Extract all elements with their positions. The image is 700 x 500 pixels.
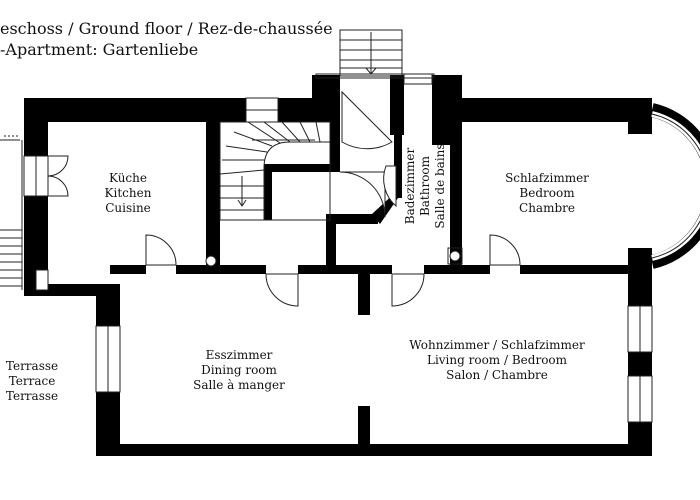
room-bedroom-label: Schlafzimmer Bedroom Chambre bbox=[505, 171, 589, 215]
door-terrace-top bbox=[47, 155, 69, 177]
door-terrace-bottom bbox=[47, 175, 69, 197]
dining-label-en: Dining room bbox=[201, 363, 277, 377]
stair-tread bbox=[219, 169, 265, 175]
terrace-label-fr: Terrasse bbox=[6, 389, 58, 403]
wall-middle-2 bbox=[176, 265, 266, 274]
door-bath bbox=[383, 165, 397, 208]
bathroom-label-en: Bathroom bbox=[418, 155, 432, 216]
living-label-en: Living room / Bedroom bbox=[427, 353, 568, 367]
entrance-steps bbox=[315, 29, 435, 85]
wall-dining-living-bottom bbox=[358, 406, 370, 456]
wall-bath-left bbox=[394, 90, 402, 198]
bedroom-label-de: Schlafzimmer bbox=[505, 171, 589, 185]
room-bathroom-label: Badezimmer Bathroom Salle de bains bbox=[403, 143, 447, 228]
wall-middle-1 bbox=[110, 265, 146, 274]
wall-kitchen-stair bbox=[206, 122, 220, 270]
wall-top-right-end bbox=[628, 98, 652, 134]
wall-middle-5 bbox=[520, 265, 650, 274]
wall-bath-vertical bbox=[326, 214, 336, 272]
door-kitchen bbox=[145, 234, 177, 266]
stair-tread bbox=[315, 121, 321, 143]
window-kitchen-terrace bbox=[35, 269, 49, 291]
fixtures bbox=[205, 247, 463, 267]
floor-title: eschoss / Ground floor / Rez-de-chaussée bbox=[0, 19, 333, 38]
wall-bath-lower bbox=[330, 214, 378, 224]
wall-top-stair-2 bbox=[278, 98, 312, 122]
window-lines bbox=[35, 109, 641, 422]
wall-middle-3 bbox=[298, 265, 392, 274]
terrace-label-en: Terrace bbox=[9, 374, 56, 388]
terrace-deck bbox=[0, 135, 23, 290]
stair-tread bbox=[299, 121, 311, 143]
wall-dining-living-top bbox=[358, 265, 370, 315]
kitchen-label-fr: Cuisine bbox=[105, 201, 151, 215]
stair-tread bbox=[281, 121, 301, 143]
wall-hall-divider bbox=[264, 164, 340, 172]
dining-label-de: Esszimmer bbox=[206, 348, 273, 362]
room-kitchen-label: Küche Kitchen Cuisine bbox=[105, 171, 152, 215]
landing bbox=[315, 73, 435, 79]
wall-left-upper bbox=[24, 98, 48, 156]
wall-top-stair bbox=[220, 98, 246, 122]
wall-hall-left bbox=[264, 164, 272, 220]
bay-window-outer bbox=[650, 103, 700, 269]
steps-outline bbox=[339, 29, 403, 77]
stair-outline bbox=[219, 121, 331, 221]
stair-curve bbox=[263, 141, 330, 220]
door-entrance bbox=[341, 90, 393, 150]
walls bbox=[24, 75, 652, 456]
door-hall bbox=[339, 171, 386, 218]
wall-top-left bbox=[24, 98, 220, 122]
door-living bbox=[391, 273, 425, 307]
doors bbox=[47, 90, 521, 307]
radiator-marker bbox=[205, 255, 217, 267]
terrace-label: Terrasse Terrace Terrasse bbox=[6, 359, 58, 403]
bath-fixture bbox=[447, 247, 463, 265]
apartment-title: -Apartment: Gartenliebe bbox=[0, 40, 198, 59]
room-dining-label: Esszimmer Dining room Salle à manger bbox=[193, 348, 285, 392]
wall-bottom bbox=[96, 444, 652, 456]
staircase bbox=[219, 121, 331, 221]
door-bedroom bbox=[489, 234, 521, 266]
bathroom-label-fr: Salle de bains bbox=[433, 143, 447, 228]
bedroom-label-fr: Chambre bbox=[519, 201, 575, 215]
kitchen-label-de: Küche bbox=[109, 171, 147, 185]
wall-top-right bbox=[462, 98, 652, 122]
bay-window-glass bbox=[651, 111, 700, 261]
bay-window bbox=[650, 103, 700, 269]
bathroom-label-de: Badezimmer bbox=[403, 147, 417, 224]
door-dining bbox=[265, 273, 299, 307]
living-label-fr: Salon / Chambre bbox=[446, 368, 548, 382]
stair-tread bbox=[225, 145, 268, 153]
wall-entrance-left bbox=[312, 75, 340, 122]
wall-dining-left-bottom bbox=[96, 392, 120, 450]
radiator-marker bbox=[449, 250, 461, 262]
room-living-label: Wohnzimmer / Schlafzimmer Living room / … bbox=[409, 338, 585, 382]
stair-arrow-head bbox=[237, 199, 247, 207]
dining-label-fr: Salle à manger bbox=[193, 378, 285, 392]
living-label-de: Wohnzimmer / Schlafzimmer bbox=[409, 338, 585, 352]
stair-tread bbox=[233, 131, 273, 147]
wall-stair-right bbox=[330, 122, 340, 172]
terrace-label-de: Terrasse bbox=[6, 359, 58, 373]
kitchen-label-en: Kitchen bbox=[105, 186, 152, 200]
wall-bath-bedroom bbox=[450, 122, 462, 272]
landing-side bbox=[403, 73, 433, 85]
bay-window-line bbox=[651, 113, 700, 259]
wall-dining-left-top bbox=[96, 284, 120, 326]
stair-tread bbox=[263, 121, 291, 143]
bedroom-label-en: Bedroom bbox=[519, 186, 575, 200]
